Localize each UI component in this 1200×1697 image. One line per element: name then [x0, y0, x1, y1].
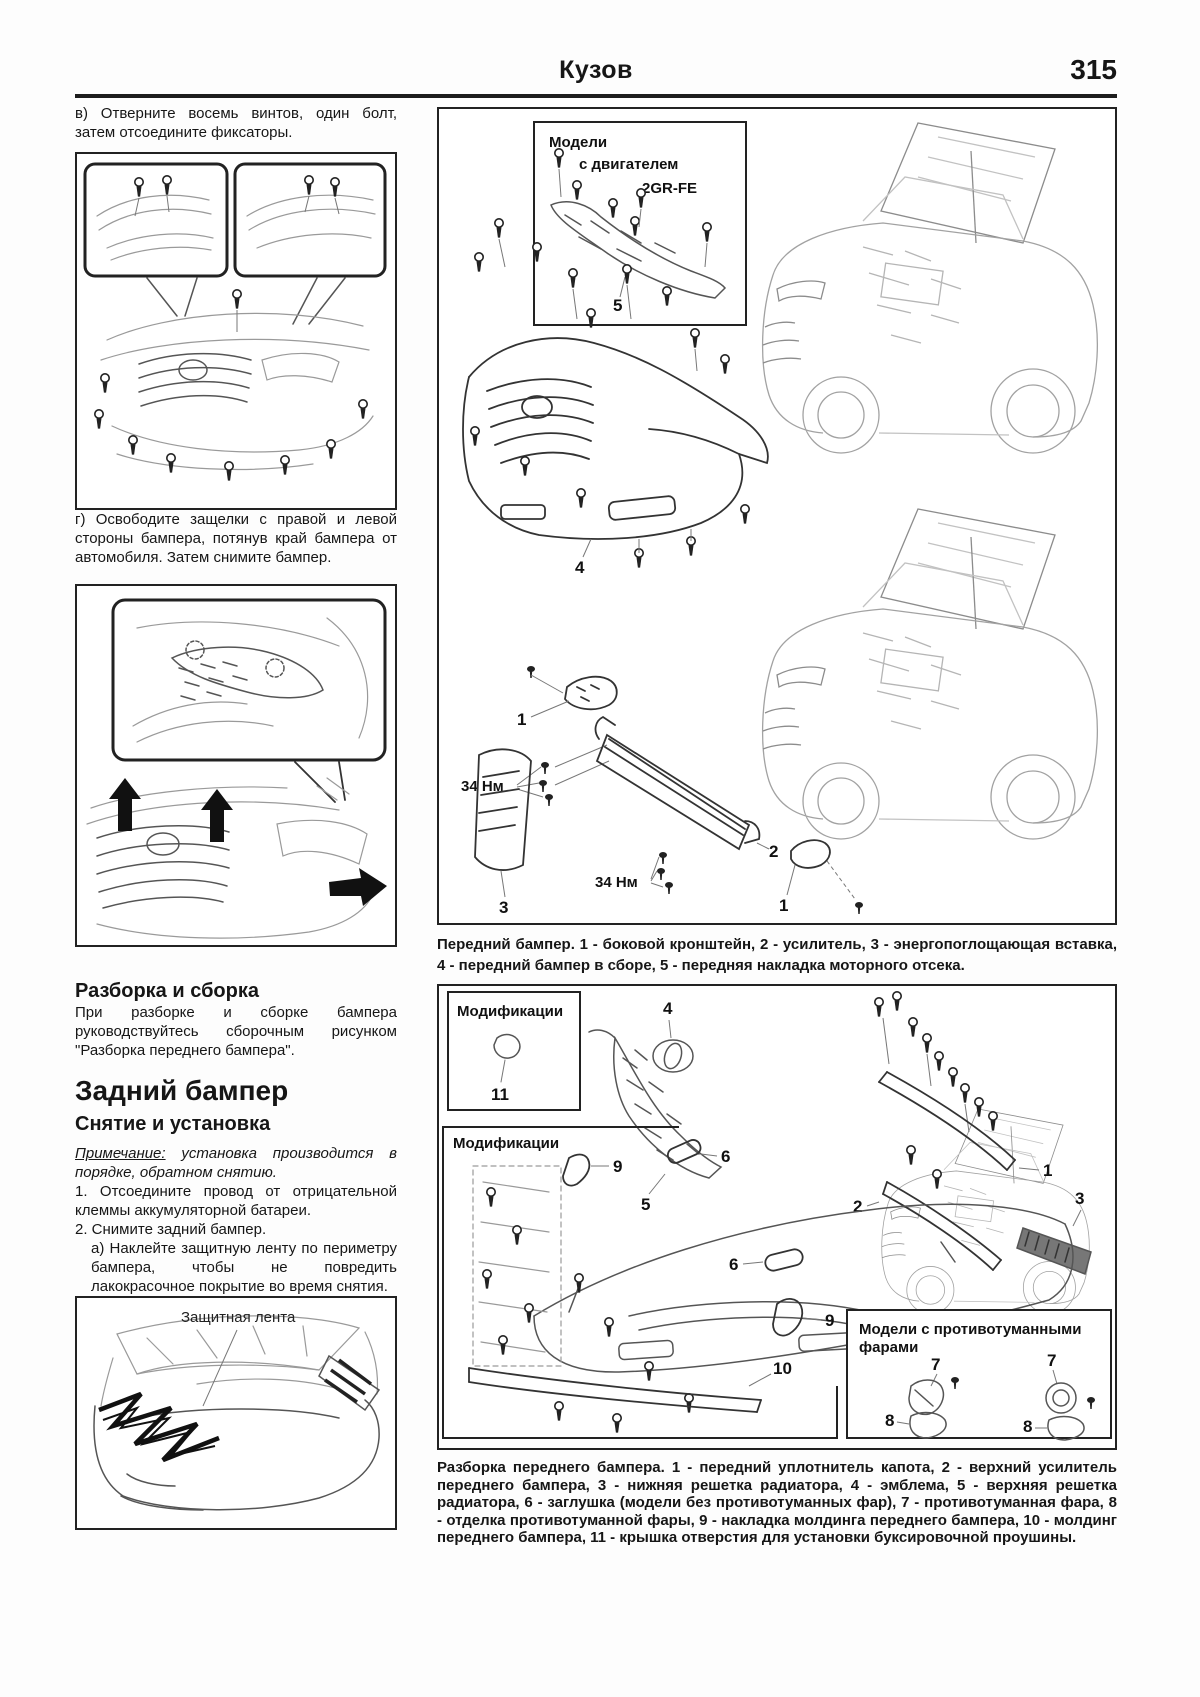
part-4-label-fig2: 4 [663, 999, 673, 1018]
right-column: Модели с двигателем 2GR-FE 5 [437, 107, 1117, 1547]
upper-grille-part [588, 1029, 723, 1179]
inset-label-line2: с двигателем [579, 156, 678, 173]
bumper-release-drawing [86, 598, 387, 939]
page-number: 315 [1070, 54, 1117, 85]
part-4-label: 4 [575, 558, 585, 577]
detail-inset-right [233, 162, 387, 278]
car-front-view-bottom [761, 508, 1099, 840]
part-2-label: 2 [769, 842, 778, 861]
part-1-label-fig2: 1 [1043, 1161, 1052, 1180]
part-5-label-fig2: 5 [641, 1195, 650, 1214]
protective-tape-zigzag [98, 1391, 220, 1463]
plug-part-b [764, 1248, 804, 1272]
up-arrow-left [109, 778, 141, 831]
page-title: Кузов [559, 56, 633, 84]
disassembly-text: При разборке и сборке бампера руководств… [75, 1004, 397, 1059]
lower-grille-part [1016, 1227, 1092, 1275]
bumper-cover-part [533, 1203, 1074, 1373]
detail-inset [111, 598, 387, 762]
rear-step-1: 1. Отсоедините провод от отрицательной к… [75, 1183, 397, 1219]
energy-absorber [474, 748, 532, 871]
part-11-label: 11 [491, 1085, 509, 1104]
figure-bumper-release [75, 584, 397, 947]
note-label: Примечание: [75, 1145, 166, 1162]
car-front-view-top [761, 122, 1099, 454]
part-7-label-a: 7 [931, 1355, 940, 1374]
part-2-label-fig2: 2 [853, 1197, 862, 1216]
front-bumper-assembly-drawing: Модели с двигателем 2GR-FE 5 [461, 121, 1099, 917]
part-9-label-b: 9 [825, 1311, 834, 1330]
fog-inset-label-1: Модели с противотуманными [859, 1321, 1082, 1338]
inset-label-line1: Модели [549, 134, 607, 151]
figure-front-bumper-assembly: Модели с двигателем 2GR-FE 5 [437, 107, 1117, 925]
emblem-part [652, 1039, 694, 1073]
rear-bumper-title: Задний бампер [75, 1075, 289, 1106]
disassembly-title: Разборка и сборка [75, 980, 259, 1002]
protective-tape-drawing: Защитная лента [93, 1309, 381, 1511]
bumper-fasteners [469, 218, 751, 569]
tow-hook-cover-part [493, 1033, 521, 1083]
note-paragraph: Примечание: установка производится в пор… [75, 1144, 397, 1182]
side-bracket-upper [564, 675, 618, 711]
side-bracket-lower [790, 839, 831, 869]
up-arrow-right [201, 789, 233, 842]
part-8-label-a: 8 [885, 1411, 894, 1430]
part-8-label-b: 8 [1023, 1417, 1032, 1436]
part-6-label-b: 6 [729, 1255, 738, 1274]
part-3-label-fig2: 3 [1075, 1189, 1084, 1208]
molding-clip-a [562, 1153, 591, 1187]
part-7-label-b: 7 [1047, 1351, 1056, 1370]
torque-label-2: 34 Нм [595, 874, 638, 891]
rear-step-2: 2. Снимите задний бампер. [75, 1221, 267, 1238]
fog-lamp-inset: Модели с противотуманными фарами 7 8 7 [846, 1309, 1112, 1441]
detail-inset-left [83, 162, 229, 278]
front-bumper-disassembly-drawing: Модификации 11 4 [442, 990, 1112, 1441]
modifications-1-label: Модификации [457, 1003, 563, 1020]
modifications-2-label: Модификации [453, 1135, 559, 1152]
caption-disassembly: Разборка переднего бампера. 1 - передний… [437, 1459, 1117, 1546]
modifications-inset-2: Модификации 10 [442, 1126, 838, 1439]
front-bumper-screws-drawing [83, 162, 387, 482]
part-5-label: 5 [613, 296, 622, 315]
engine-model-inset [533, 121, 747, 326]
right-arrow [329, 868, 387, 906]
rear-bumper-subtitle: Снятие и установка [75, 1113, 271, 1135]
upper-reinforcement-part [882, 1181, 1002, 1271]
engine-undercover-part [550, 201, 727, 299]
hood-seal-part [878, 1071, 1016, 1171]
step-g-text: г) Освободите защелки с правой и левой с… [75, 511, 397, 566]
caption-front-bumper: Передний бампер. 1 - боковой кронштейн, … [437, 936, 1117, 974]
step-v-text: в) Отверните восемь винтов, один болт, з… [75, 105, 397, 141]
fog-inset-label-2: фарами [859, 1339, 918, 1356]
part-1-upper-label: 1 [517, 710, 526, 729]
hood-seal-pins [873, 990, 999, 1133]
plug-part-a [666, 1139, 702, 1164]
figure-protective-tape: Защитная лента [75, 1296, 397, 1530]
part-1-lower-label: 1 [779, 896, 788, 915]
bumper-reinforcement [594, 715, 761, 851]
part-10-label: 10 [773, 1359, 792, 1378]
part-3-label: 3 [499, 898, 508, 917]
header-rule [75, 94, 1117, 98]
tape-label: Защитная лента [181, 1309, 296, 1326]
part-9-label-a: 9 [613, 1157, 622, 1176]
front-bumper-part [462, 337, 769, 540]
modifications-inset-1 [447, 991, 581, 1111]
note-text: установка производится в порядке, обратн… [75, 1145, 397, 1181]
inset-label-line3: 2GR-FE [642, 180, 697, 197]
figure-front-bumper-screws [75, 152, 397, 510]
torque-label-1: 34 Нм [461, 778, 504, 795]
figure-front-bumper-disassembly: Модификации 11 4 [437, 984, 1117, 1450]
molding-clip-b [772, 1298, 804, 1337]
left-column: в) Отверните восемь винтов, один болт, з… [75, 104, 397, 1530]
part-6-label-a: 6 [721, 1147, 730, 1166]
rear-step-2a: а) Наклейте защитную ленту по периметру … [91, 1240, 397, 1295]
